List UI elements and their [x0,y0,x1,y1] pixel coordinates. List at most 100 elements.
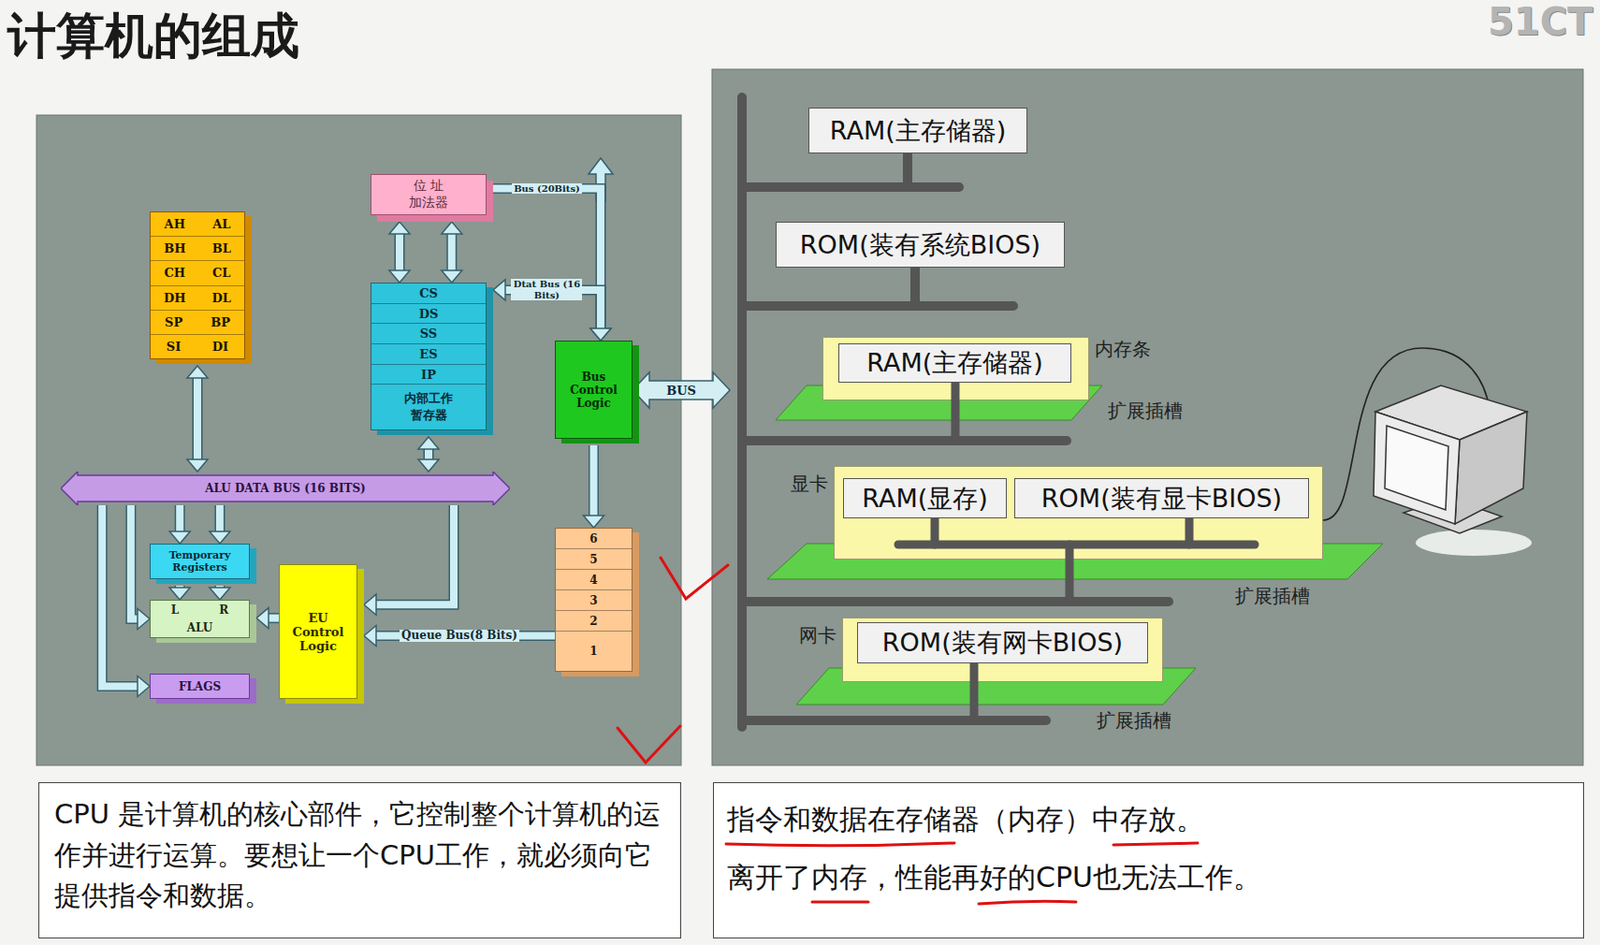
card-wire [898,540,1255,550]
arrow-head [363,594,377,615]
bus-width-label: Queue Bus(8 Bits) [399,629,520,643]
arrow-body [590,445,598,517]
alu-inputs: LR [150,600,249,620]
register-name: CH [163,265,186,280]
note-text: 指令和数据在存储器（内存）中存放。 [727,790,1571,849]
arrow-head [389,270,410,283]
register-row: 4 [555,569,632,591]
node-label: RAM(主存储器) [829,114,1007,148]
arrow-body [395,232,404,272]
check-mark [660,557,728,599]
register-name: DI [212,339,229,354]
system-bus-arrow [632,372,730,408]
node-label: Bus Control Logic [565,370,624,410]
arrow-outline [375,505,454,605]
alu-input: R [218,603,229,617]
register-row: CH CL [150,261,245,286]
bus-branch [741,596,1169,607]
bus-arrow [209,505,231,544]
arrow-outline [493,188,601,330]
monitor-shadow [1415,529,1532,556]
register-name: 5 [589,552,597,567]
vram-box: RAM(显存) [843,478,1007,519]
slot-label: 扩展插槽 [1107,398,1183,424]
monitor-side [1454,411,1528,524]
node-label: 位 址 加法器 [407,177,449,212]
arrow-head [137,609,150,630]
arrow-body [216,505,224,533]
card-heading: 内存条 [1094,336,1151,363]
rom-box: ROM(装有显卡BIOS) [1014,478,1310,519]
register-row: 5 [555,549,632,570]
register-name: SP [164,315,183,330]
note-text: 离开了内存，性能再好的CPU也无法工作。 [727,848,1571,907]
register-row: DS [371,304,486,325]
node-label: EU Control Logic [288,610,349,654]
arrow-head [169,531,190,544]
card-heading: 显卡 [790,471,829,497]
bus-band-outline [60,471,510,506]
page-title: 计算机的组成 [7,3,300,70]
register-name: AH [164,217,186,232]
register-row: CS [371,283,486,305]
bus-arrow [389,221,410,283]
register-row: SIDI [150,334,245,359]
bus-arrow [493,188,611,341]
card-outline [843,618,1164,683]
arrow-body [101,505,139,687]
red-annotation [617,557,1198,904]
card-outline [834,466,1324,560]
register-row: ES [371,344,486,365]
node-label: ROM(装有网卡BIOS) [882,625,1123,660]
arrow-head [256,608,269,629]
bus-width-label: Bus (20Bits) [511,183,582,195]
temporary-registers: Temporary Registers [149,543,250,580]
bus-arrow [493,279,611,341]
note-text: CPU 是计算机的核心部件，它控制整个计算机的运作并进行运算。要想让一个CPU工… [54,794,666,917]
arrow-head [209,531,231,544]
memory-panel [712,69,1584,766]
arrow-body [493,188,601,330]
node-label: RAM(显存) [861,481,989,516]
node-label: RAM(主存储器) [866,346,1044,380]
register-row: SPBP [150,310,245,335]
register-row: IP [371,364,486,386]
register-name: SS [420,326,438,341]
alu-unit: LRALU [149,599,250,639]
arrow-outline [446,232,457,272]
bus-arrow [169,585,190,600]
monitor-screen [1384,425,1449,510]
arrow-body [448,232,456,272]
slot-label: 扩展插槽 [1235,583,1310,610]
register-name: ES [419,347,437,362]
arrow-outline [214,505,225,533]
cpu-panel [36,115,682,766]
arrow-head [418,436,439,450]
arrow-outline [394,232,406,272]
register-row: BHBL [150,236,245,262]
register-name: 1 [589,644,597,658]
ram-box: RAM(主存储器) [838,343,1072,383]
arrow-outline [423,448,435,461]
register-name: BL [212,241,232,256]
bus-arrow [363,505,454,615]
bus-arrow [418,436,439,472]
underline [726,843,1198,846]
arrow-head [389,221,410,234]
arrow-body [424,448,433,461]
check-mark [617,726,681,763]
arrow-head [583,515,605,528]
bus-arrow [363,625,555,647]
note-box: 指令和数据在存储器（内存）中存放。离开了内存，性能再好的CPU也无法工作。 [712,782,1585,939]
slot-label: 扩展插槽 [1096,708,1172,734]
system-bus [741,97,1169,728]
underline [812,901,1077,904]
bus-arrow [209,585,231,600]
register-name: CL [212,265,232,280]
arrow-outline [101,505,139,687]
bus-width-label: Dtat Bus (16 Bits) [510,278,582,301]
eu-control-logic: EU Control Logic [278,564,358,699]
register-row: 3 [555,590,632,611]
arrow-outline [174,505,186,533]
